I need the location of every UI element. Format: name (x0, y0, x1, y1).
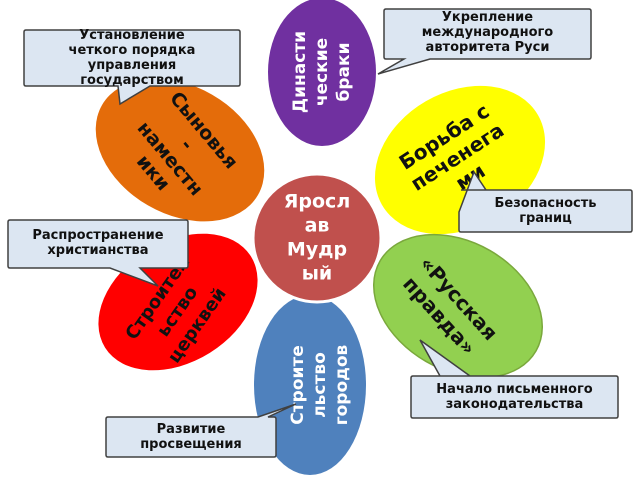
petal-pechenegs: Борьба спеченегами (374, 85, 546, 235)
callout-education: Развитие просвещения (140, 422, 242, 452)
callout-order-shape (23, 29, 241, 106)
label-line: Династи (290, 31, 310, 113)
petal-cities-shape (254, 295, 366, 475)
label-line: Мудр (287, 239, 347, 261)
label-line: ав (305, 215, 330, 237)
callout-writing: Начало письменного законодательства (436, 382, 593, 412)
callout-borders-shape (458, 170, 633, 233)
center-circle (251, 172, 383, 304)
label-line: городов (332, 344, 352, 425)
callout-christianity-shape (7, 219, 189, 287)
callout-education-bubble (105, 403, 297, 458)
label-line: Яросл (284, 191, 350, 213)
petal-dynastic-shape (268, 0, 376, 146)
callout-order: Установление четкого порядка управления … (68, 28, 196, 88)
callout-christianity-bubble (7, 219, 189, 287)
label-line: Строите (288, 345, 308, 424)
callout-authority: Укрепление международного авторитета Рус… (421, 9, 554, 55)
callout-writing-bubble (410, 339, 619, 419)
petal-sons-shape (95, 78, 265, 222)
label-line: ый (302, 263, 333, 285)
label-line: браки (334, 43, 354, 102)
label-line: ческие (312, 38, 332, 106)
callout-borders-bubble (458, 170, 633, 233)
petal-pravda: «Русскаяправда» (372, 233, 544, 379)
label-line: льство (310, 352, 330, 418)
callout-writing-shape (410, 339, 619, 419)
callout-education-shape (105, 403, 297, 458)
callout-authority-bubble (377, 8, 592, 75)
callout-authority-shape (377, 8, 592, 75)
callout-christianity: Распространение христианства (32, 228, 164, 258)
callout-order-bubble (23, 29, 241, 106)
callout-borders: Безопасность границ (494, 196, 597, 226)
petal-pravda-shape (372, 233, 544, 379)
